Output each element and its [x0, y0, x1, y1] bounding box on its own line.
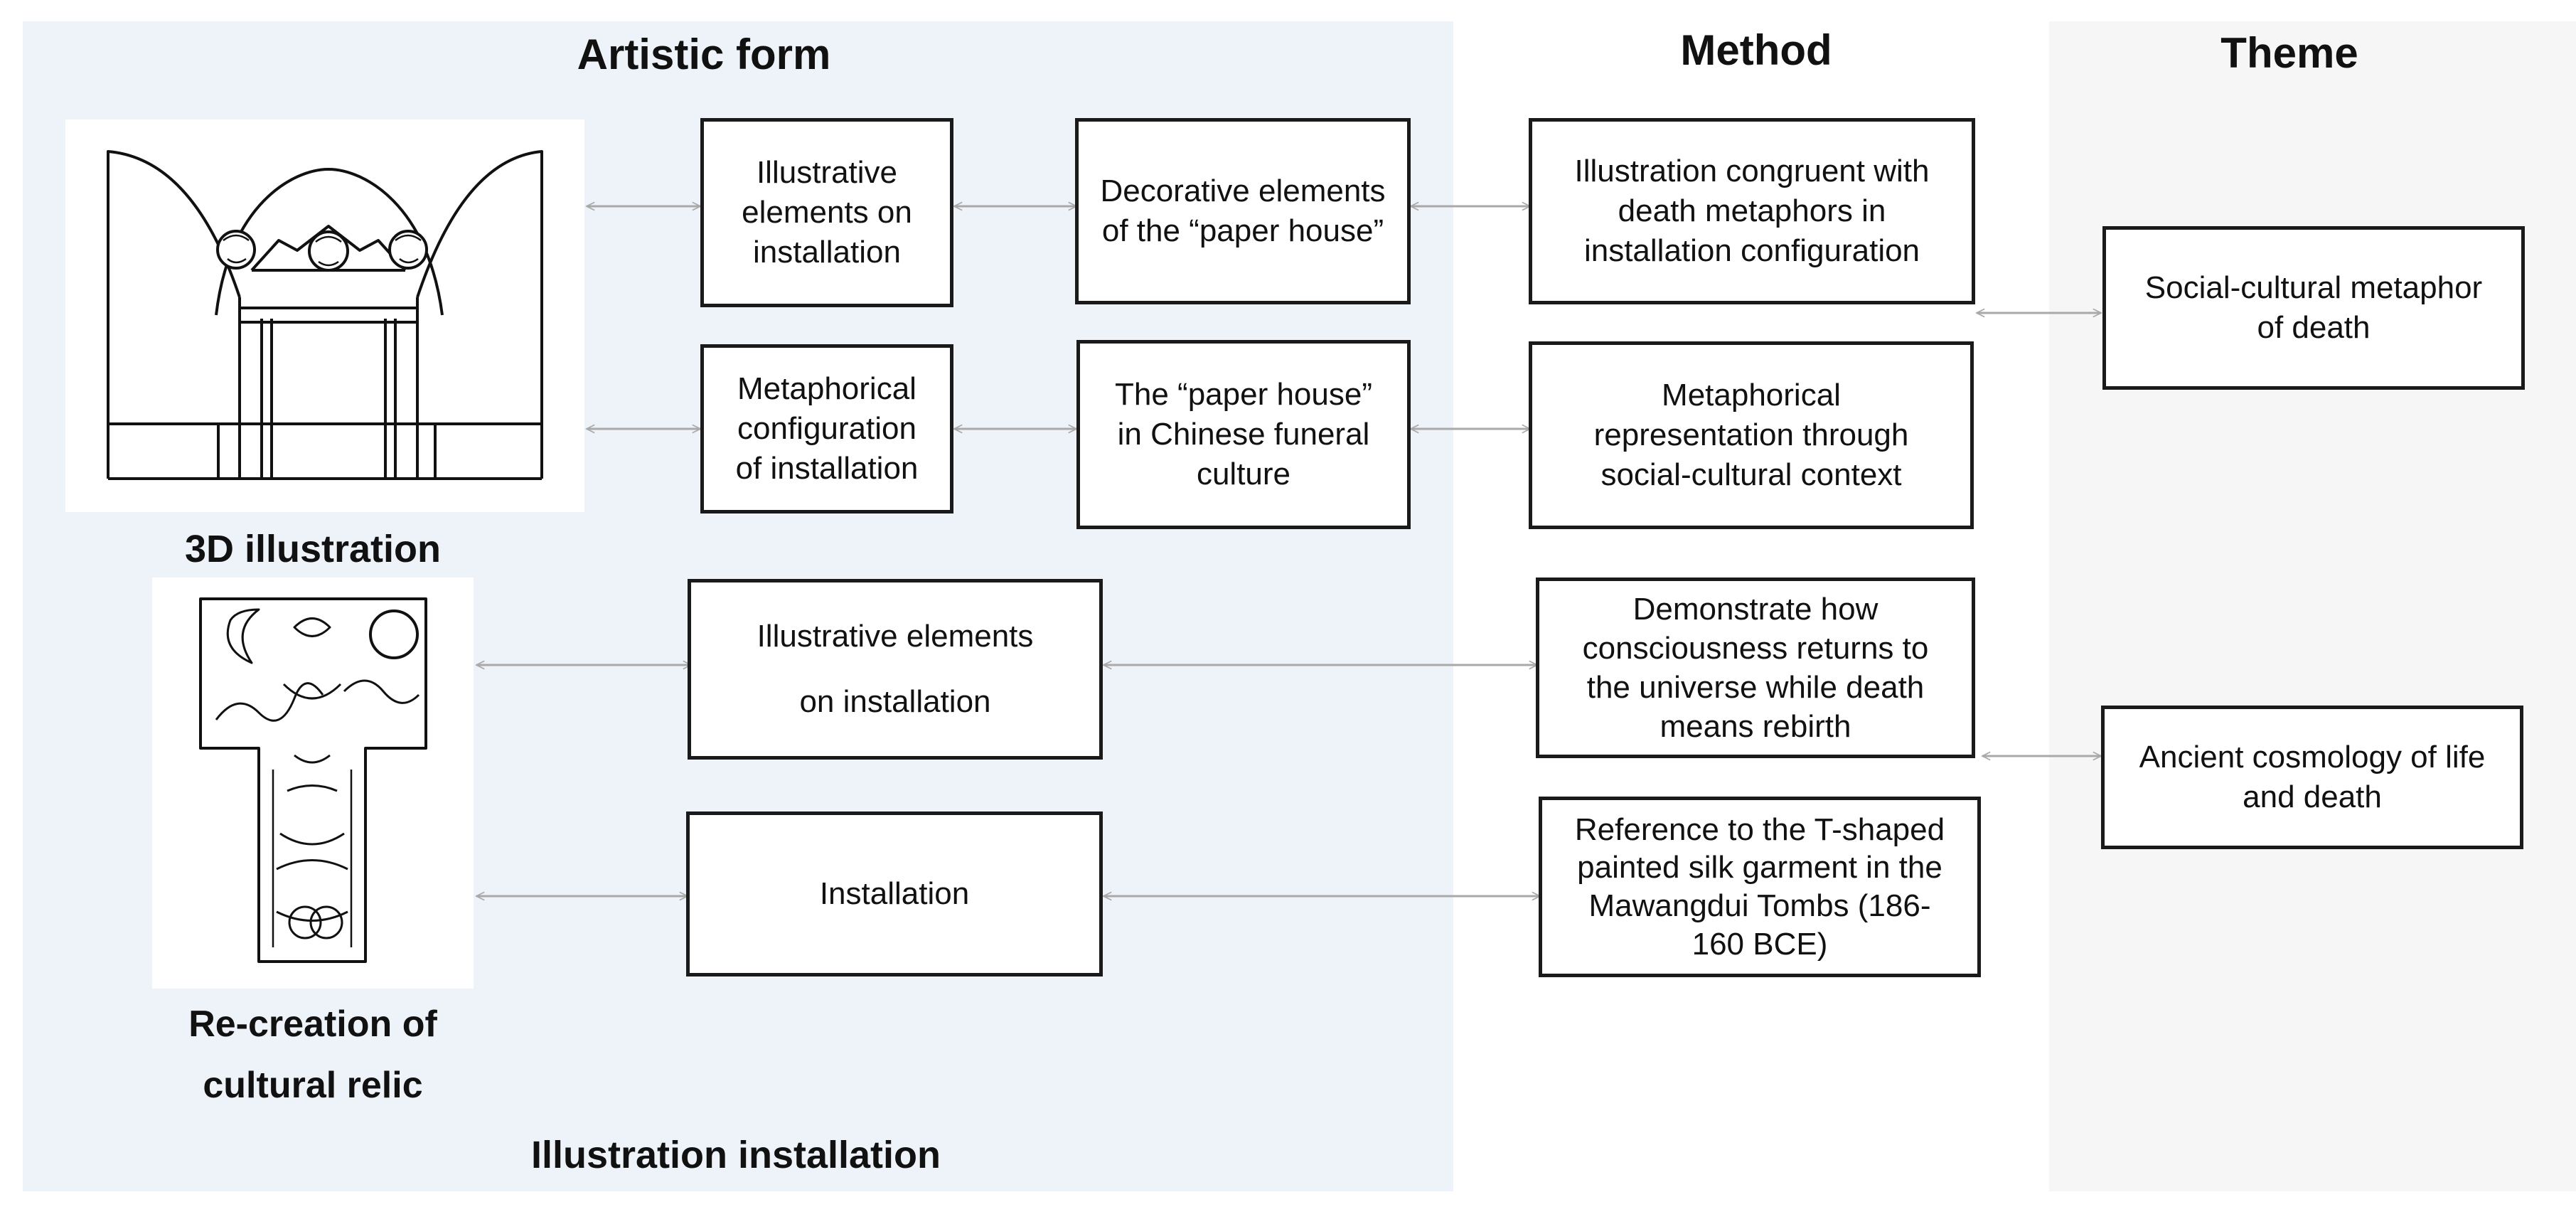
box-decorative-elements: Decorative elements of the “paper house”	[1075, 118, 1411, 304]
box-reference-tshaped: Reference to the T-shaped painted silk g…	[1539, 797, 1981, 977]
paper-house-3d-illustration	[65, 119, 584, 512]
box-theme-social-cultural: Social-cultural metaphor of death	[2102, 226, 2525, 390]
theme-panel	[2049, 21, 2576, 1191]
theme-heading: Theme	[2220, 29, 2358, 77]
box-paper-house: The “paper house” in Chinese funeral cul…	[1076, 340, 1411, 529]
box-illustration-congruent: Illustration congruent with death metaph…	[1529, 118, 1975, 304]
paper-house-drawing	[107, 150, 543, 480]
box-metaphorical-configuration: Metaphorical configuration of installati…	[700, 344, 953, 513]
box-metaphorical-representation: Metaphorical representation through soci…	[1529, 341, 1974, 529]
artistic-form-heading: Artistic form	[577, 31, 831, 78]
box-illustrative-elements-top: Illustrative elements on installation	[700, 118, 953, 307]
method-heading: Method	[1680, 26, 1832, 74]
box-installation: Installation	[686, 811, 1103, 976]
box-theme-ancient-cosmology: Ancient cosmology of life and death	[2101, 706, 2523, 849]
t-shaped-relic-drawing	[152, 578, 474, 989]
box-illustrative-elements-bottom: Illustrative elements on installation	[688, 579, 1103, 760]
illustration-installation-caption: Illustration installation	[530, 1134, 941, 1176]
relic-caption: Re-creation of cultural relic	[188, 1004, 437, 1106]
t-shaped-garment-drawing	[199, 597, 427, 963]
illustration-3d-caption: 3D illustration	[184, 528, 442, 570]
box-demonstrate-consciousness: Demonstrate how consciousness returns to…	[1536, 578, 1975, 758]
